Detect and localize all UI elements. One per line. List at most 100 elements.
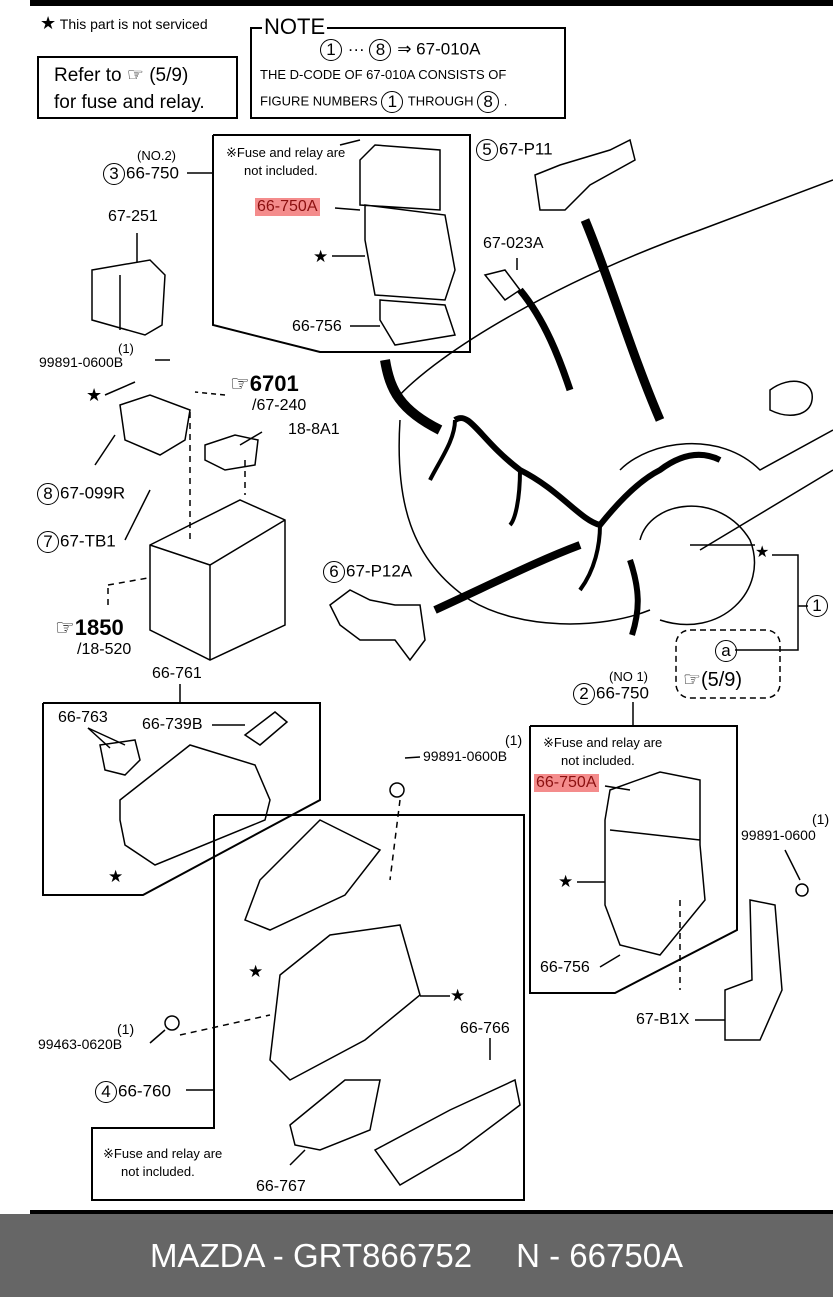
part-number: 66-750 bbox=[596, 683, 649, 703]
circle-number: 8 bbox=[369, 39, 392, 61]
part-66-767[interactable]: 66-767 bbox=[256, 1178, 306, 1195]
ref-1850[interactable]: ☞1850 bbox=[55, 617, 124, 639]
part-99891-0600[interactable]: 99891-0600 bbox=[741, 827, 816, 843]
note-line: ※Fuse and relay are bbox=[103, 1146, 223, 1161]
footer-oem-part: N - 66750A bbox=[516, 1236, 684, 1274]
star-icon: ★ bbox=[313, 247, 329, 266]
ref-number: (5/9) bbox=[700, 669, 743, 691]
note-line: ※Fuse and relay are bbox=[226, 145, 346, 160]
pointing-hand-icon: ☞ bbox=[683, 669, 701, 691]
refer-prefix: Refer to bbox=[54, 65, 122, 86]
part-99463-0620b[interactable]: 99463-0620B bbox=[38, 1036, 123, 1052]
pointing-hand-icon: ☞ bbox=[55, 615, 75, 640]
circle-number: 3 bbox=[103, 163, 125, 185]
note-line2: THE D-CODE OF 67-010A CONSISTS OF bbox=[260, 67, 507, 82]
ref-number: 6701 bbox=[249, 371, 299, 396]
part-67-p12a bbox=[329, 589, 426, 662]
fuse-66-763 bbox=[99, 739, 141, 776]
note-target: 67-010A bbox=[416, 39, 481, 59]
note-line3-suffix: . bbox=[503, 93, 508, 109]
circle-number: 1 bbox=[806, 595, 828, 617]
refer-box bbox=[37, 56, 238, 119]
part-67-251 bbox=[91, 259, 166, 336]
note-title: NOTE bbox=[262, 14, 328, 40]
part-66-739b[interactable]: 66-739B bbox=[142, 716, 203, 733]
box4-note: ※Fuse and relay are not included. bbox=[103, 1145, 222, 1181]
box-no2-frame bbox=[212, 134, 471, 353]
part-67-b1x[interactable]: 67-B1X bbox=[636, 1011, 690, 1028]
refer-link[interactable]: (5/9) bbox=[149, 65, 189, 86]
part-number: 67-099R bbox=[60, 483, 126, 503]
star-icon: ★ bbox=[558, 872, 574, 891]
part-67-p11 bbox=[534, 138, 636, 211]
pointing-hand-icon: ☞ bbox=[230, 371, 250, 396]
part-number: 66-750 bbox=[126, 163, 179, 183]
part-99891-0600b[interactable]: 99891-0600B bbox=[39, 354, 124, 370]
note-box bbox=[250, 27, 566, 119]
screw-99463 bbox=[164, 1015, 180, 1031]
legend-text: This part is not serviced bbox=[59, 16, 208, 32]
ref-a-link[interactable]: ☞(5/9) bbox=[683, 670, 742, 690]
ref-6701[interactable]: ☞6701 bbox=[230, 373, 299, 395]
car-body-outline bbox=[394, 179, 833, 626]
star-icon: ★ bbox=[86, 385, 103, 405]
star-icon: ★ bbox=[450, 986, 466, 1005]
highlighted-part-66-750a[interactable]: 66-750A bbox=[534, 774, 599, 792]
part-67-b1x bbox=[724, 899, 783, 1041]
c2-qualifier: (NO 1) bbox=[609, 669, 648, 684]
callout-1[interactable]: 1 bbox=[806, 595, 829, 617]
box-no1-frame bbox=[529, 725, 738, 994]
fuse-box-66-760 bbox=[269, 924, 421, 1081]
part-66-756[interactable]: 66-756 bbox=[292, 318, 342, 335]
side-mirror bbox=[769, 380, 813, 416]
top-border bbox=[30, 0, 833, 6]
note-line3-mid: THROUGH bbox=[407, 93, 474, 109]
part-18-8a1[interactable]: 18-8A1 bbox=[288, 421, 340, 438]
arrow-icon: ⇒ bbox=[397, 39, 412, 59]
circle-number: 4 bbox=[95, 1081, 117, 1103]
part-67-023a bbox=[483, 269, 522, 302]
ref-a[interactable]: a bbox=[715, 640, 738, 662]
part-66-766[interactable]: 66-766 bbox=[460, 1020, 510, 1037]
ref-1850-sub: /18-520 bbox=[77, 641, 132, 658]
part-66-761[interactable]: 66-761 bbox=[152, 665, 202, 682]
part-66-763[interactable]: 66-763 bbox=[58, 709, 108, 726]
circle-letter: a bbox=[715, 640, 737, 662]
part-number: 66-760 bbox=[118, 1081, 171, 1101]
nut-99891 bbox=[389, 782, 405, 798]
note-line3-prefix: FIGURE NUMBERS bbox=[260, 93, 378, 109]
note-line3: FIGURE NUMBERS 1 THROUGH 8 . bbox=[260, 91, 507, 113]
part-number: 67-TB1 bbox=[60, 531, 116, 551]
positive-cable bbox=[204, 434, 259, 471]
footer-banner: MAZDA - GRT866752 N - 66750A bbox=[0, 1214, 833, 1297]
circle-number: 5 bbox=[476, 139, 498, 161]
screw-qty: (1) bbox=[117, 1021, 135, 1037]
battery bbox=[149, 499, 286, 661]
cover-66-761 bbox=[119, 744, 271, 866]
part-number: 67-P12A bbox=[346, 561, 413, 581]
star-icon: ★ bbox=[108, 867, 124, 886]
circle-number: 8 bbox=[37, 483, 59, 505]
c3-qualifier: (NO.2) bbox=[137, 148, 176, 163]
bottom-border bbox=[30, 1210, 833, 1214]
fuse-puller-66-739b bbox=[243, 711, 289, 746]
part-67-251[interactable]: 67-251 bbox=[108, 208, 158, 225]
part-99891-0600b-2[interactable]: 99891-0600B bbox=[423, 748, 508, 764]
note-ellipsis: ··· bbox=[347, 39, 365, 59]
note-line: not included. bbox=[244, 163, 318, 178]
circle-number: 8 bbox=[477, 91, 500, 113]
part-66-756[interactable]: 66-756 bbox=[540, 959, 590, 976]
box2-note: ※Fuse and relay are not included. bbox=[543, 734, 662, 770]
highlighted-part-66-750a[interactable]: 66-750A bbox=[255, 198, 320, 216]
wire-harness bbox=[453, 415, 722, 529]
note-line: ※Fuse and relay are bbox=[543, 735, 663, 750]
part-67-023a[interactable]: 67-023A bbox=[483, 235, 544, 252]
relay-box-no2 bbox=[359, 144, 456, 346]
